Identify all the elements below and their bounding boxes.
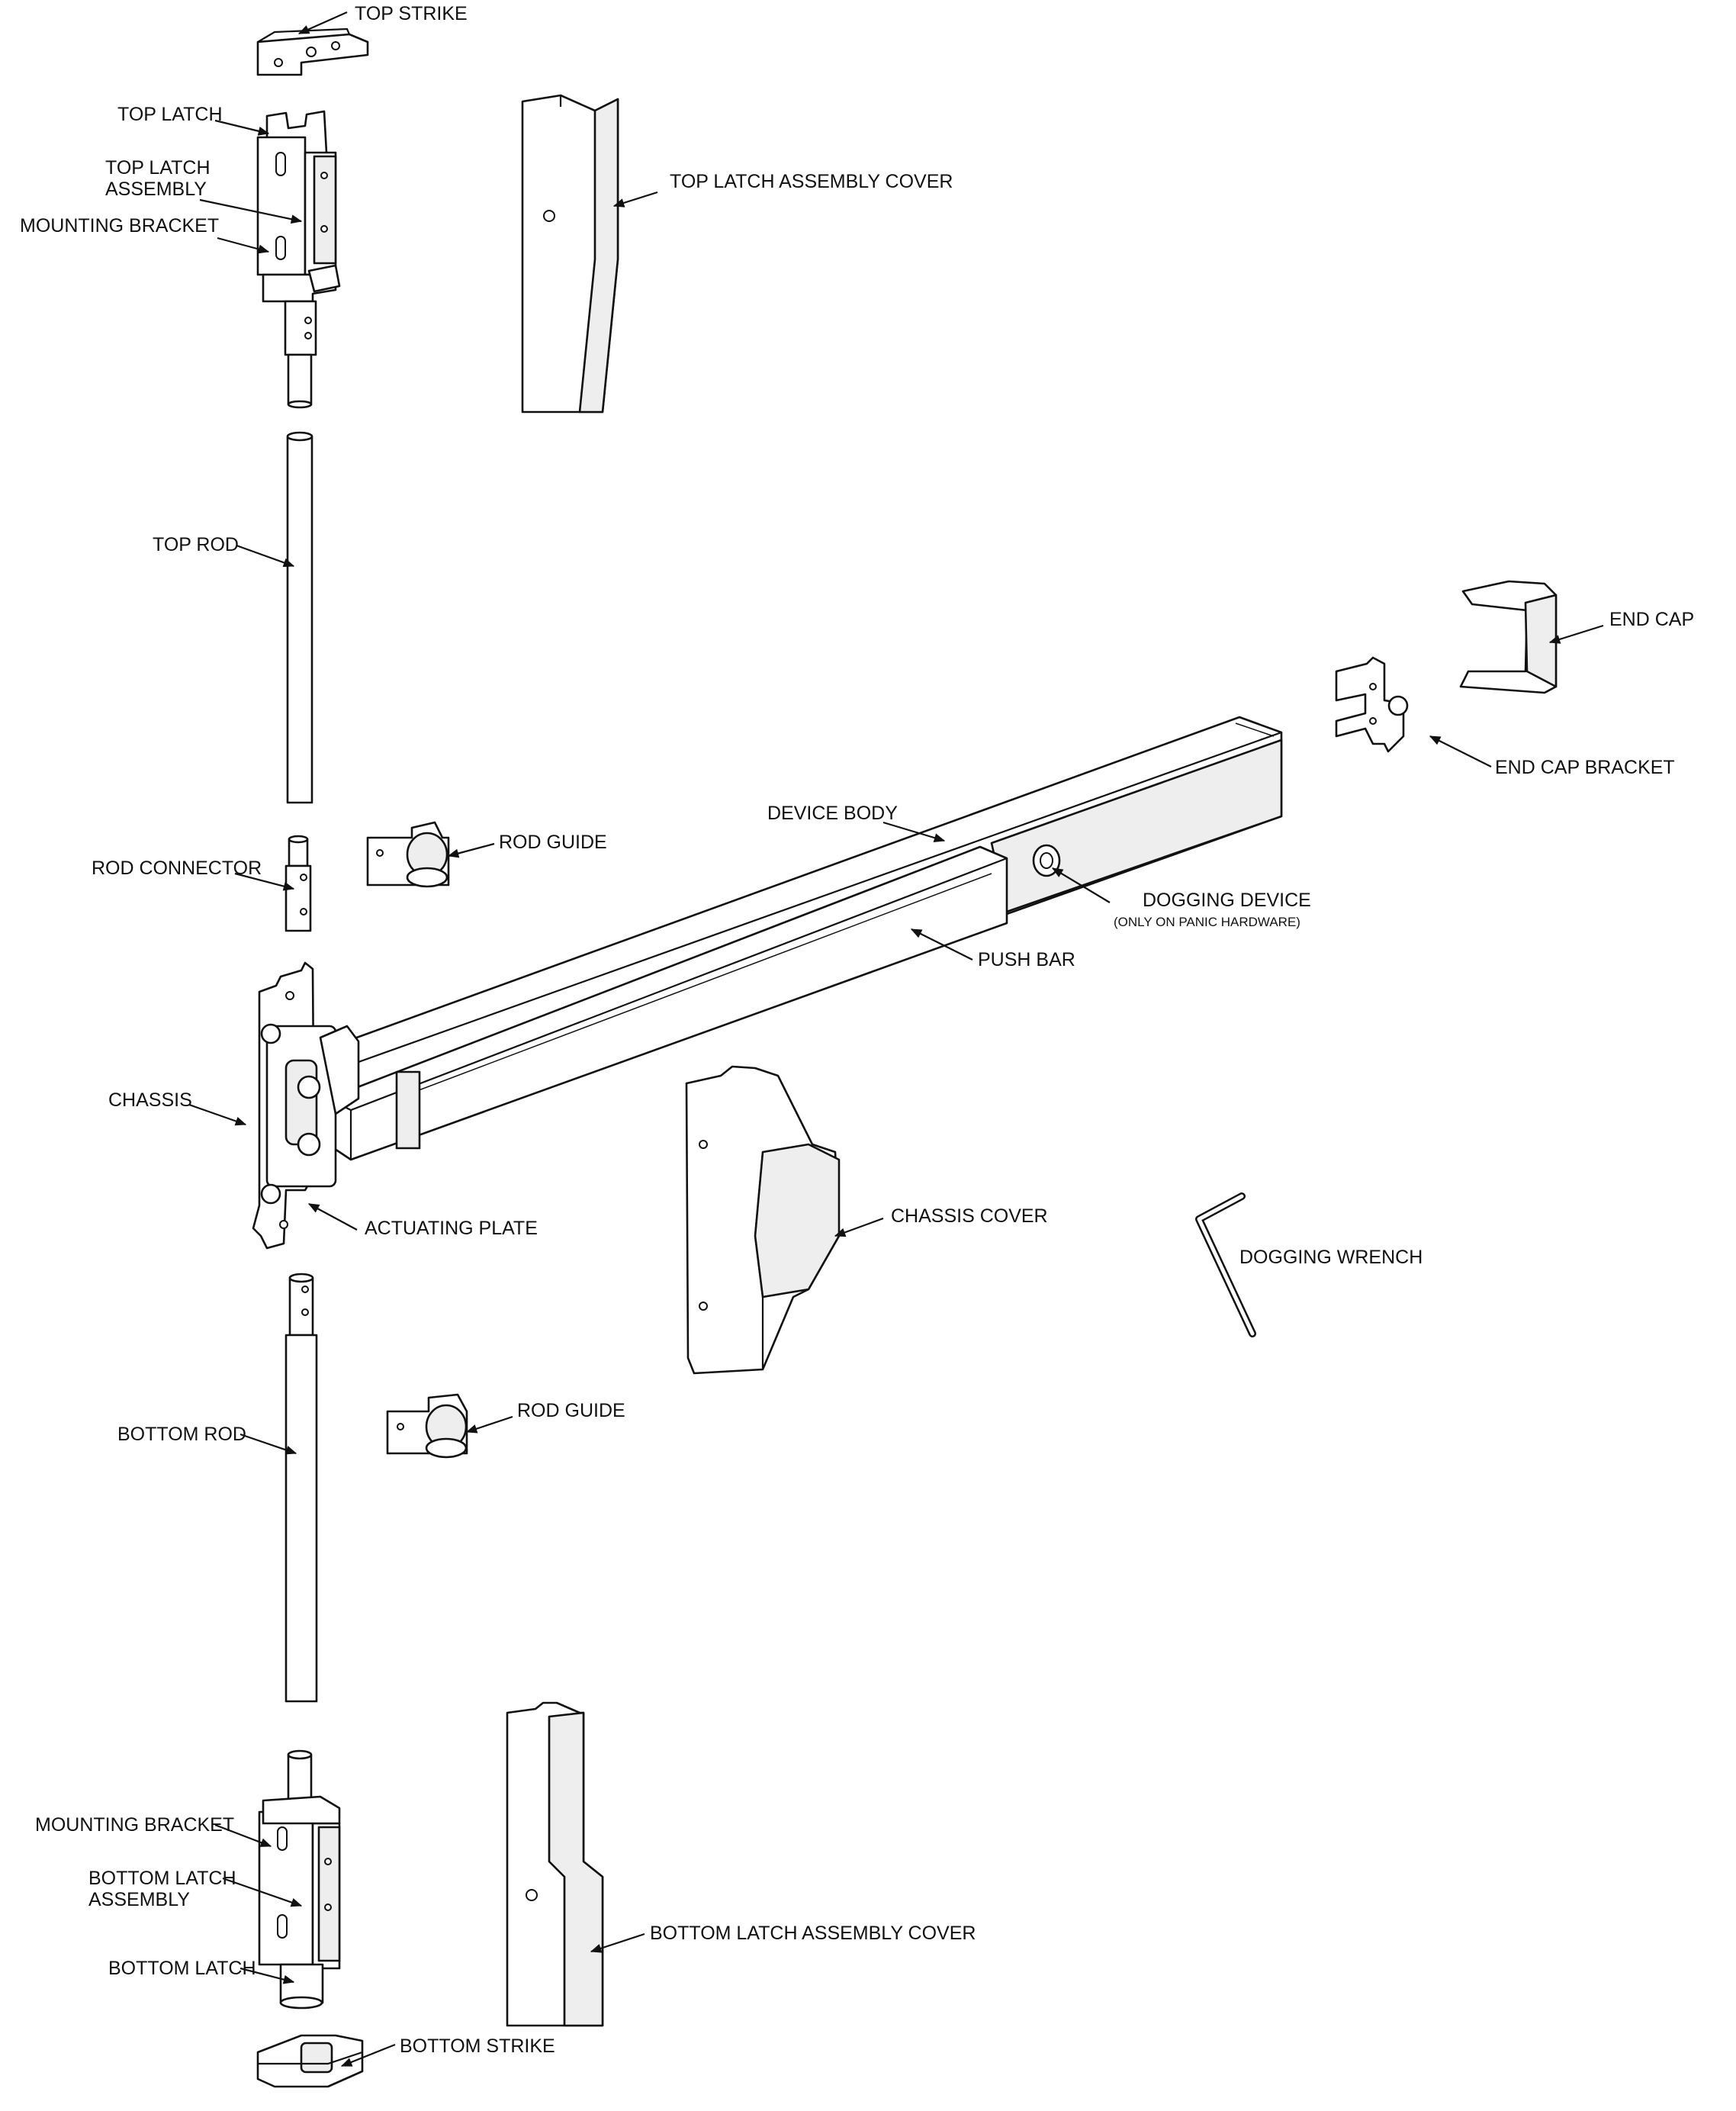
label-rod-connector: ROD CONNECTOR bbox=[92, 858, 262, 879]
label-top-rod: TOP ROD bbox=[153, 534, 239, 555]
dogging-device-part bbox=[1032, 844, 1061, 877]
bottom-rod-part bbox=[285, 1273, 318, 1703]
label-device-body: DEVICE BODY bbox=[767, 803, 898, 824]
leader-top-latch bbox=[214, 119, 270, 136]
label-mounting-bracket-top: MOUNTING BRACKET bbox=[20, 215, 219, 237]
label-bottom-strike: BOTTOM STRIKE bbox=[400, 2035, 555, 2057]
leader-end-cap bbox=[1548, 624, 1604, 644]
leader-mounting-bracket-bottom bbox=[214, 1823, 272, 1848]
leader-bottom-latch bbox=[240, 1967, 295, 1984]
leader-device-body bbox=[882, 821, 946, 842]
label-bottom-latch: BOTTOM LATCH bbox=[108, 1958, 256, 1979]
rod-guide-bottom-part bbox=[386, 1393, 468, 1459]
leader-bottom-strike bbox=[340, 2043, 396, 2068]
label-bottom-latch-assembly-line2: ASSEMBLY bbox=[88, 1889, 190, 1910]
leader-bottom-rod bbox=[240, 1433, 297, 1455]
label-top-strike: TOP STRIKE bbox=[355, 3, 468, 24]
leader-top-rod bbox=[236, 544, 295, 568]
leader-rod-connector bbox=[234, 872, 295, 891]
label-top-latch: TOP LATCH bbox=[117, 104, 223, 125]
leader-lines bbox=[188, 11, 1604, 2068]
end-cap-part bbox=[1459, 580, 1558, 694]
rod-connector-part bbox=[285, 835, 312, 932]
label-dogging-wrench: DOGGING WRENCH bbox=[1239, 1247, 1423, 1268]
leader-end-cap-bracket bbox=[1429, 735, 1492, 767]
leader-top-strike bbox=[297, 11, 348, 35]
leader-dogging-device bbox=[1051, 867, 1111, 903]
label-end-cap-bracket: END CAP BRACKET bbox=[1495, 757, 1675, 778]
leader-mounting-bracket-top bbox=[217, 237, 270, 254]
label-actuating-plate: ACTUATING PLATE bbox=[365, 1218, 538, 1239]
rod-guide-top-part bbox=[366, 821, 450, 888]
label-top-latch-assembly-line1: TOP LATCH bbox=[105, 157, 211, 179]
leader-top-latch-assembly bbox=[199, 198, 303, 224]
label-chassis-cover: CHASSIS COVER bbox=[891, 1205, 1048, 1227]
bottom-latch-assembly-part bbox=[258, 1749, 341, 2010]
bottom-latch-assembly-cover-part bbox=[506, 1701, 604, 2027]
leader-actuating-plate bbox=[307, 1203, 358, 1231]
chassis-cover-part bbox=[685, 1065, 841, 1375]
label-rod-guide-bottom: ROD GUIDE bbox=[517, 1400, 625, 1421]
leader-bottom-latch-assembly-cover bbox=[590, 1932, 645, 1953]
leader-chassis-cover bbox=[834, 1217, 884, 1237]
leader-push-bar bbox=[910, 928, 973, 961]
label-top-latch-assembly-line2: ASSEMBLY bbox=[105, 179, 207, 200]
bottom-strike-part bbox=[256, 2034, 364, 2088]
label-rod-guide-top: ROD GUIDE bbox=[499, 832, 607, 853]
top-strike-part bbox=[256, 27, 369, 76]
dogging-wrench-part bbox=[1195, 1192, 1256, 1337]
leader-rod-guide-bottom bbox=[465, 1415, 513, 1434]
top-latch-assembly-part bbox=[256, 110, 341, 409]
label-mounting-bracket-bottom: MOUNTING BRACKET bbox=[35, 1814, 234, 1836]
labels: TOP STRIKE TOP LATCH TOP LATCH ASSEMBLY … bbox=[20, 3, 1694, 2057]
top-latch-assembly-cover-part bbox=[521, 94, 619, 414]
label-bottom-rod: BOTTOM ROD bbox=[117, 1424, 246, 1445]
label-end-cap: END CAP bbox=[1609, 609, 1694, 630]
chassis-part bbox=[252, 961, 360, 1250]
push-bar-part bbox=[326, 845, 1008, 1161]
label-chassis: CHASSIS bbox=[108, 1089, 192, 1111]
leader-top-latch-assembly-cover bbox=[612, 191, 658, 208]
leader-bottom-latch-assembly bbox=[222, 1877, 303, 1907]
top-rod-part bbox=[286, 431, 313, 804]
leader-rod-guide-top bbox=[447, 842, 495, 858]
label-bottom-latch-assembly-line1: BOTTOM LATCH bbox=[88, 1868, 236, 1889]
label-bottom-latch-assembly-cover: BOTTOM LATCH ASSEMBLY COVER bbox=[650, 1923, 976, 1944]
label-top-latch-assembly-cover: TOP LATCH ASSEMBLY COVER bbox=[670, 171, 953, 192]
leader-chassis bbox=[188, 1103, 247, 1126]
label-push-bar: PUSH BAR bbox=[978, 949, 1075, 970]
label-dogging-device: DOGGING DEVICE bbox=[1143, 890, 1311, 911]
end-cap-bracket-part bbox=[1335, 656, 1409, 753]
label-dogging-device-note: (ONLY ON PANIC HARDWARE) bbox=[1114, 915, 1300, 929]
